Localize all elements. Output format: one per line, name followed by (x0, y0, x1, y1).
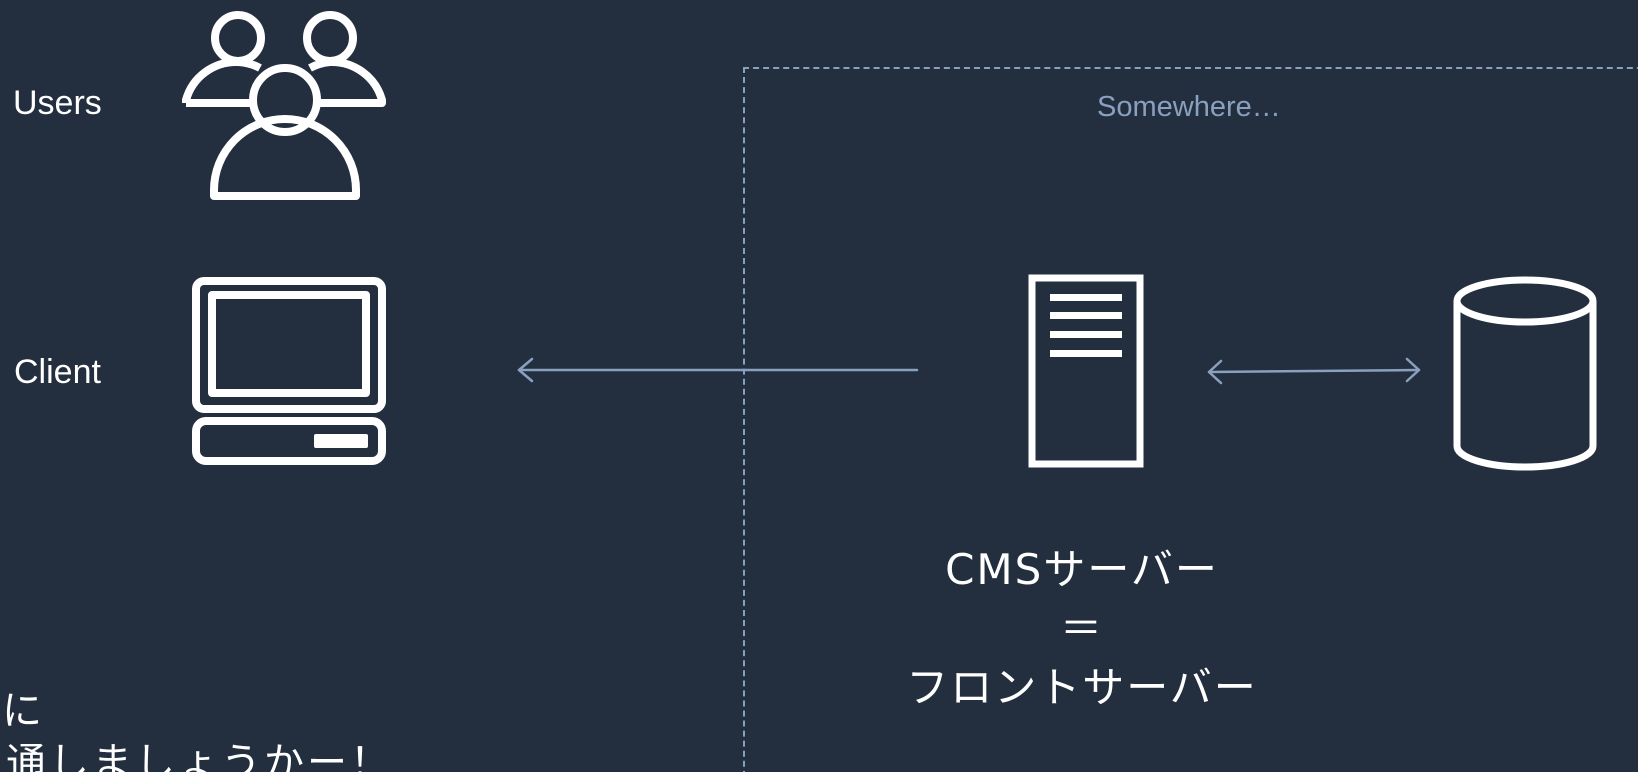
server-caption: CMSサーバー ＝ フロントサーバー (882, 540, 1282, 717)
note-text: に 通しましょうかー！ (0, 685, 393, 772)
desktop-computer-icon (192, 277, 386, 465)
server-caption-line-1: CMSサーバー (945, 545, 1219, 594)
server-caption-line-2: ＝ (1059, 604, 1104, 653)
database-icon (1453, 276, 1597, 471)
note-line-2: 通しましょうかー！ (6, 740, 393, 772)
users-group-icon (182, 11, 386, 200)
users-label: Users (13, 84, 102, 122)
server-database-bidirectional-arrow (1207, 357, 1421, 385)
somewhere-region-boundary (743, 67, 1638, 772)
note-line-1: に (2, 688, 42, 734)
server-caption-line-3: フロントサーバー (906, 663, 1258, 712)
server-to-client-arrow (517, 357, 919, 383)
server-icon (1028, 274, 1144, 468)
client-label: Client (14, 353, 101, 391)
region-label: Somewhere… (1097, 91, 1281, 123)
